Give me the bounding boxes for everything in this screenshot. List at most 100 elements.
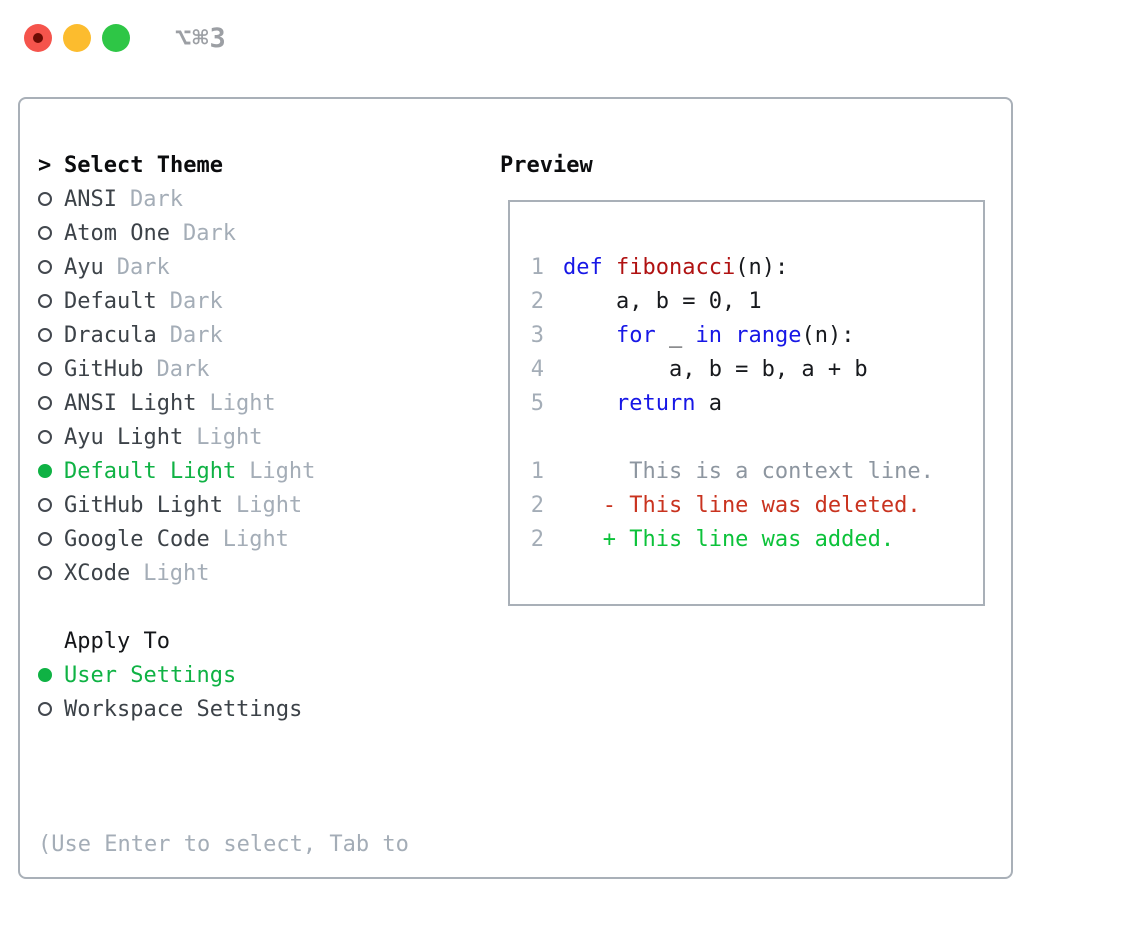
radio-unselected-icon [38,328,52,342]
code-line: 2 a, b = 0, 1 [530,284,983,318]
radio-unselected-icon [38,226,52,240]
window-shortcut-label: ⌥⌘3 [175,22,227,54]
theme-option-default-light[interactable]: Default Light Light [38,454,490,488]
option-label: Workspace Settings [64,696,303,722]
radio-selected-icon [38,668,52,682]
option-label: XCode [64,560,131,586]
line-number: 1 [530,254,544,280]
variant-tag: Light [143,560,210,586]
select-theme-title: Select Theme [64,152,223,178]
code-line: 1 def fibonacci(n): [530,250,983,284]
variant-tag: Dark [169,288,223,314]
option-label: Default Light [64,458,237,484]
option-label: Atom One [64,220,170,246]
code-content: for _ in range(n): [615,322,855,348]
radio-icon [38,566,64,580]
variant-tag: Dark [182,220,236,246]
theme-option-atom-one[interactable]: Atom One Dark [38,216,490,250]
code-line: 5 return a [530,386,983,420]
code-content: a, b = 0, 1 [563,288,762,314]
radio-icon [38,702,64,716]
line-number: 2 [530,492,544,518]
code-content: + This line was added. [563,526,895,552]
variant-tag: Light [249,458,316,484]
theme-option-default[interactable]: Default Dark [38,284,490,318]
variant-tag: Dark [169,322,223,348]
radio-icon [38,396,64,410]
apply-option-workspace-settings[interactable]: Workspace Settings [38,692,490,726]
variant-tag: Light [235,492,303,518]
theme-option-ansi-light[interactable]: ANSI Light Light [38,386,490,420]
radio-icon [38,328,64,342]
radio-icon [38,668,64,682]
radio-unselected-icon [38,192,52,206]
option-label: User Settings [64,662,237,688]
code-line: 3 for _ in range(n): [530,318,983,352]
option-label: ANSI Light [64,390,197,416]
minimize-button[interactable] [63,24,91,52]
radio-icon [38,532,64,546]
theme-option-xcode[interactable]: XCode Light [38,556,490,590]
close-button[interactable] [24,24,52,52]
radio-unselected-icon [38,532,52,546]
radio-unselected-icon [38,566,52,580]
option-label: Dracula [64,322,157,348]
preview-title: Preview [500,152,593,178]
code-line: 2 - This line was deleted. [530,488,983,522]
option-label: ANSI [64,186,117,212]
help-text: (Use Enter to select, Tab to change focu… [38,760,490,934]
radio-unselected-icon [38,396,52,410]
theme-option-github-light[interactable]: GitHub Light Light [38,488,490,522]
variant-tag: Dark [156,356,210,382]
help-line-1: (Use Enter to select, Tab to [38,832,409,857]
radio-unselected-icon [38,362,52,376]
code-content: def fibonacci(n): [563,254,789,280]
option-label: Default [64,288,157,314]
code-content: This is a context line. [563,458,934,484]
radio-icon [38,430,64,444]
titlebar: ⌥⌘3 [0,0,1140,76]
help-line-2: change focus) [38,930,490,934]
select-theme-header: > Select Theme [38,148,490,182]
radio-icon [38,192,64,206]
apply-option-user-settings[interactable]: User Settings [38,658,490,692]
radio-icon [38,498,64,512]
radio-unselected-icon [38,294,52,308]
code-content: return a [615,390,722,416]
variant-tag: Dark [129,186,183,212]
variant-tag: Dark [116,254,170,280]
spacer [38,726,490,760]
code-line: 4 a, b = b, a + b [530,352,983,386]
variant-tag: Light [222,526,289,552]
radio-icon [38,464,64,478]
option-label: Ayu Light [64,424,184,450]
code-content: a, b = b, a + b [563,356,868,382]
theme-option-ansi[interactable]: ANSI Dark [38,182,490,216]
line-number: 2 [530,526,544,552]
radio-icon [38,260,64,274]
maximize-button[interactable] [102,24,130,52]
spacer [38,590,490,624]
close-dot-icon [33,33,43,43]
focus-caret: > [38,152,52,178]
apply-to-title: Apply To [64,628,170,654]
radio-icon [38,226,64,240]
code-content: - This line was deleted. [563,492,921,518]
line-number: 2 [530,288,544,314]
option-label: GitHub Light [64,492,223,518]
line-number: 4 [530,356,544,382]
theme-option-dracula[interactable]: Dracula Dark [38,318,490,352]
variant-tag: Light [209,390,276,416]
radio-icon [38,362,64,376]
radio-selected-icon [38,464,52,478]
code-line: 2 + This line was added. [530,522,983,556]
